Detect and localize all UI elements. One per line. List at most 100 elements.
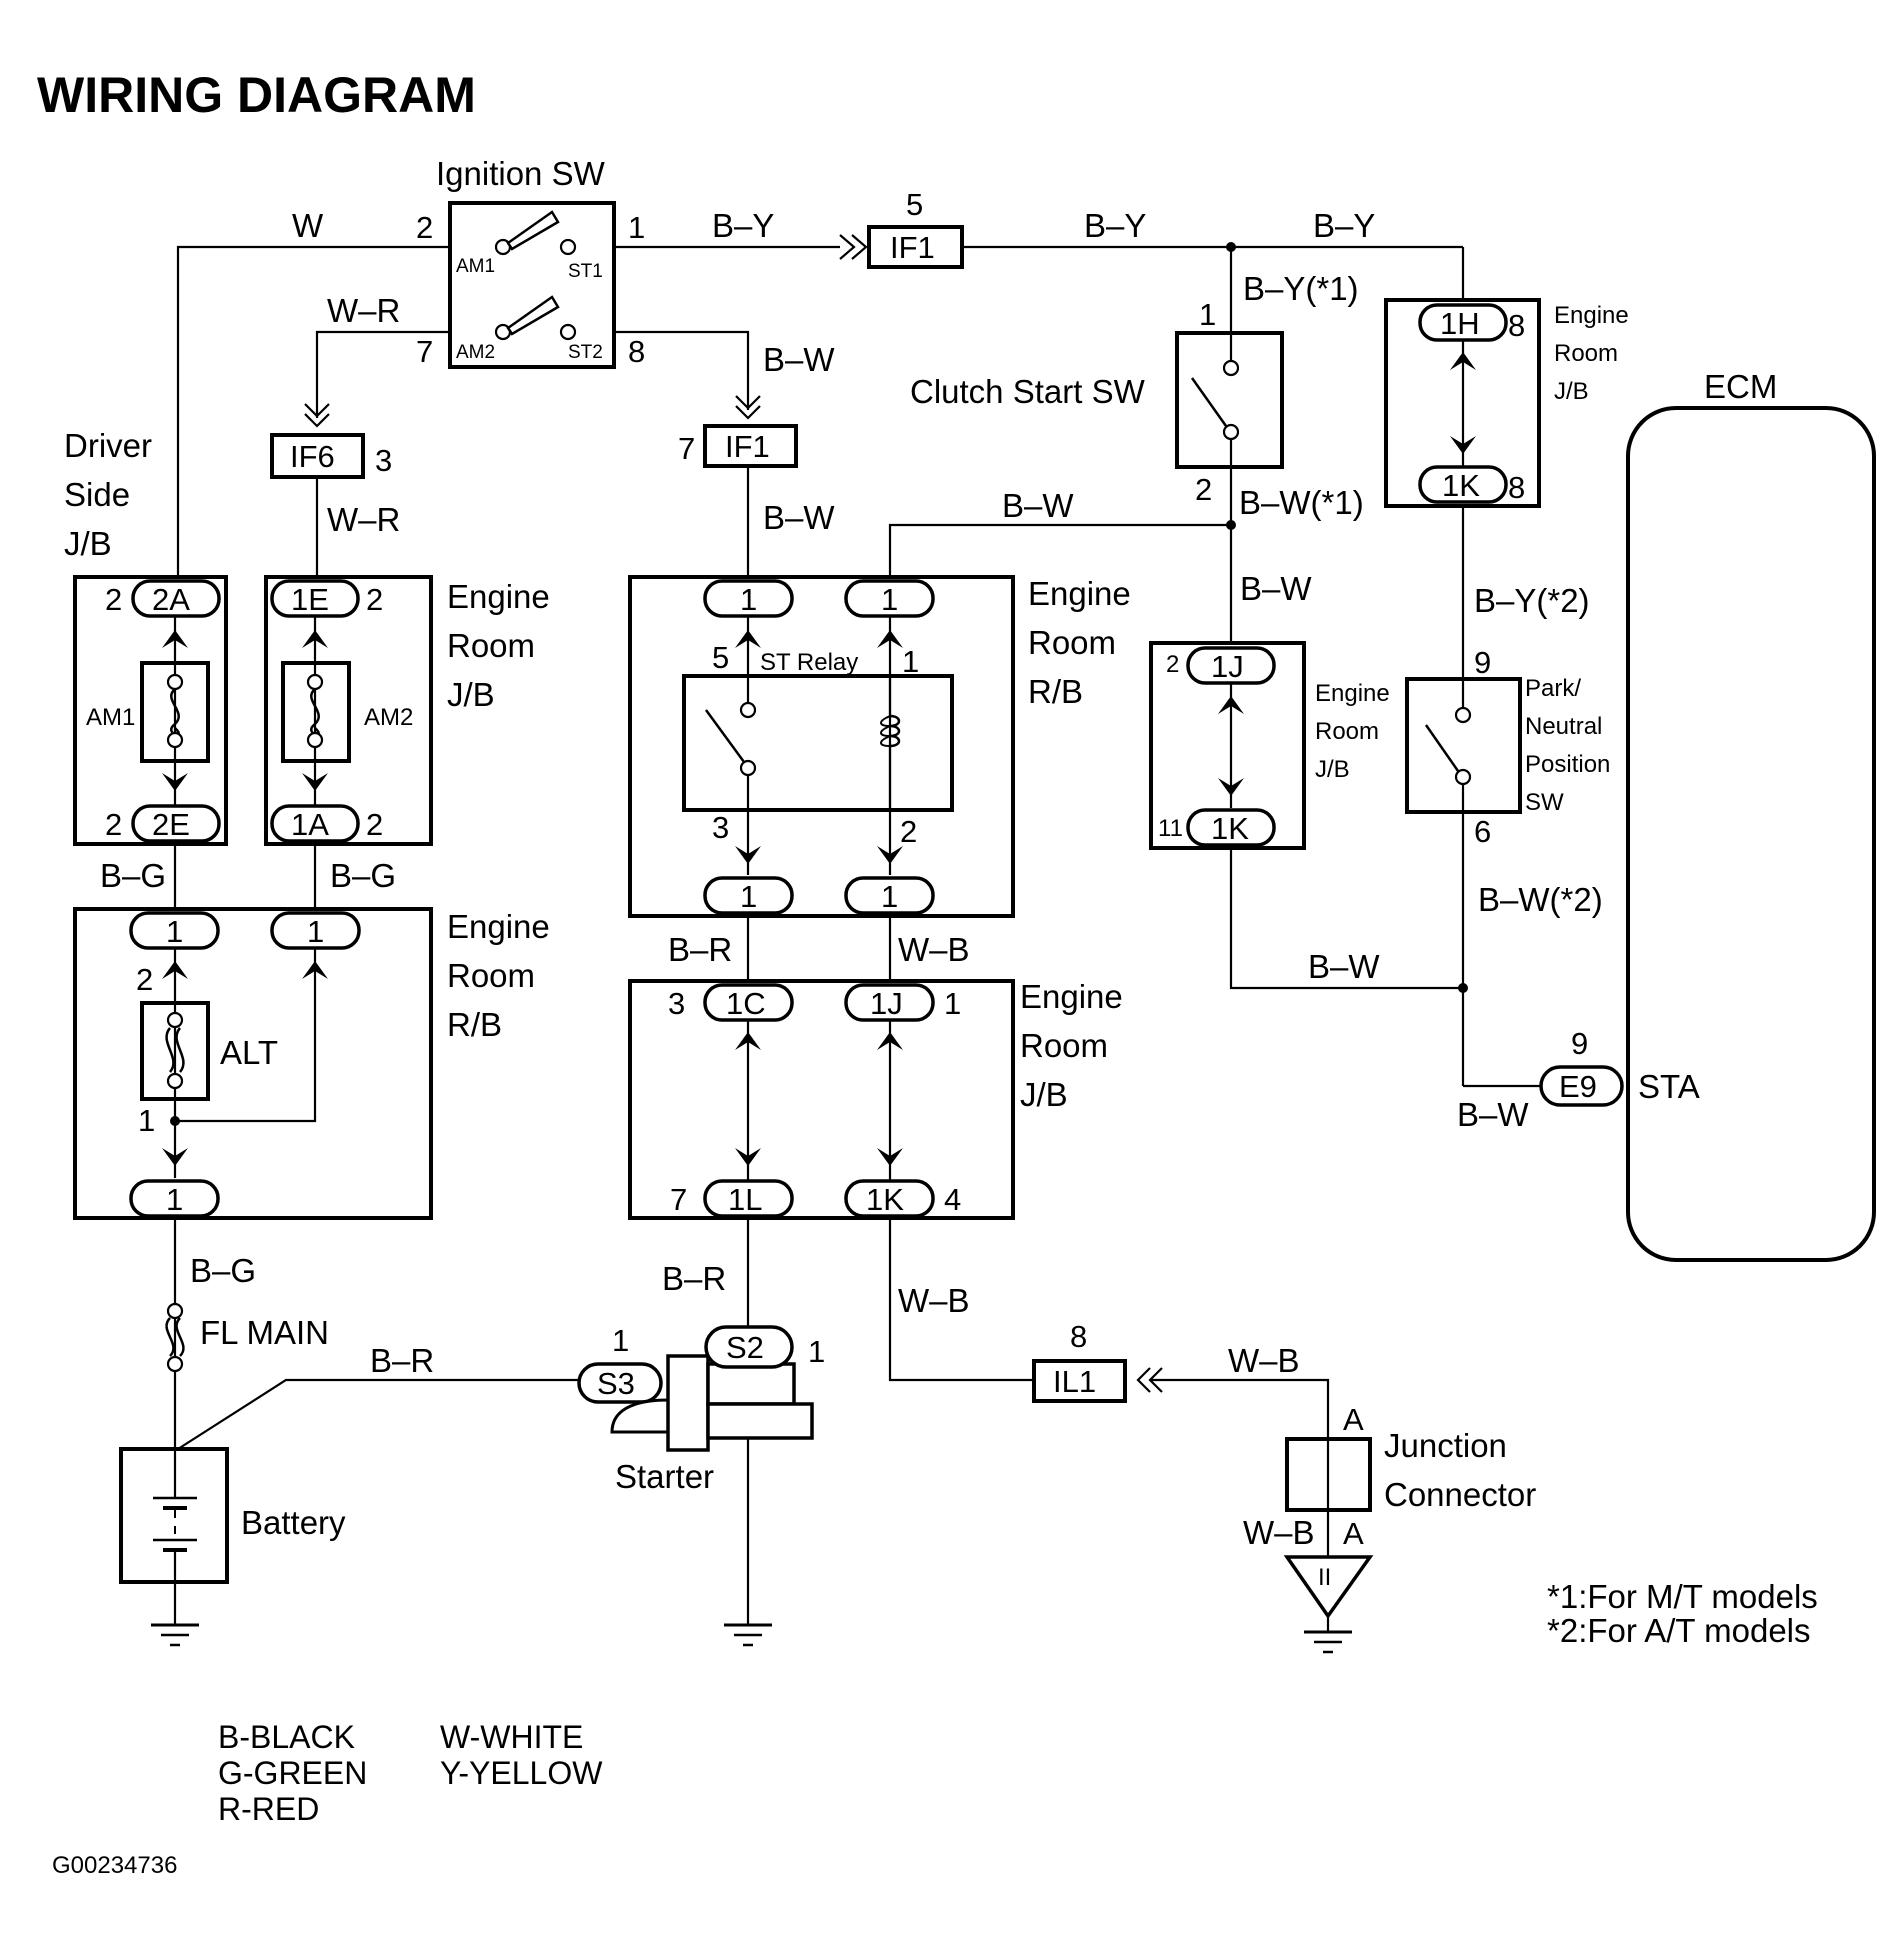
driver-side-jb: Driver Side J/B 2A 2 AM1 2E 2: [64, 427, 228, 846]
st1-terminal-label: ST1: [568, 261, 603, 282]
connector-if1-mid: IF1 7: [678, 424, 798, 468]
component-label: Side: [64, 476, 130, 513]
connector-label: 1: [881, 582, 898, 617]
pin-label: 2: [105, 807, 122, 842]
wire-label: W–B: [898, 1282, 970, 1319]
model-notes: *1:For M/T models *2:For A/T models: [1547, 1578, 1818, 1649]
fuse-label: AM2: [364, 704, 413, 731]
connector-label: 1L: [728, 1182, 762, 1217]
pin-label: 9: [1474, 645, 1491, 680]
connector-label: 1H: [1440, 306, 1480, 341]
connector-label: 1: [740, 582, 757, 617]
wire-label: B–W: [1308, 948, 1380, 985]
pin-label: 2: [366, 807, 383, 842]
pin-label: 11: [1158, 815, 1183, 842]
component-label: Room: [447, 627, 535, 664]
connector-label: 1J: [1211, 649, 1244, 684]
connector-label: 1: [166, 1182, 183, 1217]
pin-label: 7: [670, 1182, 687, 1217]
connector-label: 1: [166, 914, 183, 949]
pin-label: 8: [1508, 308, 1525, 343]
component-label: J/B: [1315, 756, 1350, 783]
pin-label: 2: [366, 582, 383, 617]
pin-label: 1: [628, 210, 645, 245]
pin-label: 1: [902, 644, 919, 679]
component-label: Driver: [64, 427, 152, 464]
engine-room-jb-lower: 1C 3 1J 1 1L 7 1K 4 Engine Room J/B: [628, 978, 1123, 1220]
wire-label: B–Y(*1): [1243, 270, 1359, 307]
wire-label: B–W: [1002, 487, 1074, 524]
component-label: Park/: [1525, 675, 1581, 702]
connector-label: IF1: [725, 429, 770, 464]
engine-room-jb-am2: 1E 2 AM2 1A 2 Engine Room J/B: [264, 575, 550, 846]
component-label: Room: [1020, 1027, 1108, 1064]
connector-label: 1K: [1211, 811, 1249, 846]
component-label: R/B: [1028, 673, 1083, 710]
component-label: Room: [1315, 718, 1379, 745]
pin-label: 4: [944, 1182, 961, 1217]
component-label: Room: [1554, 340, 1618, 367]
starter-label: Starter: [615, 1458, 714, 1495]
wire-label: B–Y: [712, 207, 774, 244]
engine-room-jb-1h: 1H 8 1K 8 Engine Room J/B: [1384, 298, 1629, 508]
wire-labels: W B–Y B–Y B–Y B–Y(*1) W–R B–W W–R B–W B–…: [100, 207, 1603, 1551]
wire-label: W: [292, 207, 324, 244]
pin-label: 5: [712, 640, 729, 675]
component-label: J/B: [64, 525, 112, 562]
pin-label: 9: [1571, 1026, 1588, 1061]
component-label: J/B: [1020, 1076, 1068, 1113]
pin-label: 3: [712, 810, 729, 845]
wire-label: W–B: [1243, 1514, 1315, 1551]
engine-room-rb-alt: 1 1 2 ALT 1 1 Engine Room R/B: [73, 907, 550, 1220]
component-label: Junction: [1384, 1427, 1507, 1464]
legend-item: W-WHITE: [440, 1719, 583, 1755]
park-neutral-position-switch: 9 6 Park/ Neutral Position SW: [1405, 645, 1610, 849]
note-at: *2:For A/T models: [1547, 1612, 1811, 1649]
pin-label: 2: [900, 814, 917, 849]
battery-label: Battery: [241, 1504, 346, 1541]
pin-label: 1: [612, 1323, 629, 1358]
legend-item: G-GREEN: [218, 1755, 367, 1791]
color-legend: B-BLACK G-GREEN R-RED W-WHITE Y-YELLOW: [218, 1719, 603, 1827]
wire-label: B–W(*1): [1239, 484, 1364, 521]
connector-label: IF1: [890, 230, 935, 265]
am1-terminal-label: AM1: [456, 256, 495, 277]
connector-label: 1C: [726, 986, 766, 1021]
component-label: Clutch Start SW: [910, 373, 1146, 410]
wire-label: B–W: [1457, 1096, 1529, 1133]
connector-if1-top: IF1 5: [867, 187, 964, 269]
wire-label: B–W(*2): [1478, 881, 1603, 918]
pin-label: 5: [906, 187, 923, 222]
engine-room-jb-1j: 1J 2 1K 11 Engine Room J/B: [1149, 641, 1390, 850]
pin-label: A: [1343, 1402, 1364, 1437]
connector-label: 1A: [291, 807, 329, 842]
pin-label: 2: [136, 962, 153, 997]
junction-connector: A A Junction Connector II: [1283, 1402, 1536, 1620]
st2-terminal-label: ST2: [568, 342, 603, 363]
wire-label: W–R: [327, 292, 400, 329]
pin-label: 1: [808, 1334, 825, 1369]
wire-label: B–R: [662, 1260, 726, 1297]
note-mt: *1:For M/T models: [1547, 1578, 1818, 1615]
pin-label: 3: [375, 443, 392, 478]
page-title: WIRING DIAGRAM: [37, 67, 476, 123]
component-label: R/B: [447, 1006, 502, 1043]
pin-label: A: [1343, 1516, 1364, 1551]
pin-label: 7: [416, 334, 433, 369]
component-label: Room: [447, 957, 535, 994]
legend-item: R-RED: [218, 1791, 319, 1827]
component-label: Engine: [1028, 575, 1131, 612]
pin-label: 8: [1508, 470, 1525, 505]
connector-if6: IF6 3: [270, 433, 392, 479]
component-label: Connector: [1384, 1476, 1536, 1513]
connector-label: S3: [597, 1366, 635, 1401]
component-label: J/B: [1554, 378, 1589, 405]
component-label: SW: [1525, 789, 1564, 816]
terminal-label: STA: [1638, 1068, 1700, 1105]
component-label: Engine: [1020, 978, 1123, 1015]
wire-label: B–G: [100, 857, 166, 894]
wire-label: W–B: [1228, 1342, 1300, 1379]
pin-label: 2: [416, 210, 433, 245]
fl-main-fuse: FL MAIN: [165, 1302, 329, 1373]
